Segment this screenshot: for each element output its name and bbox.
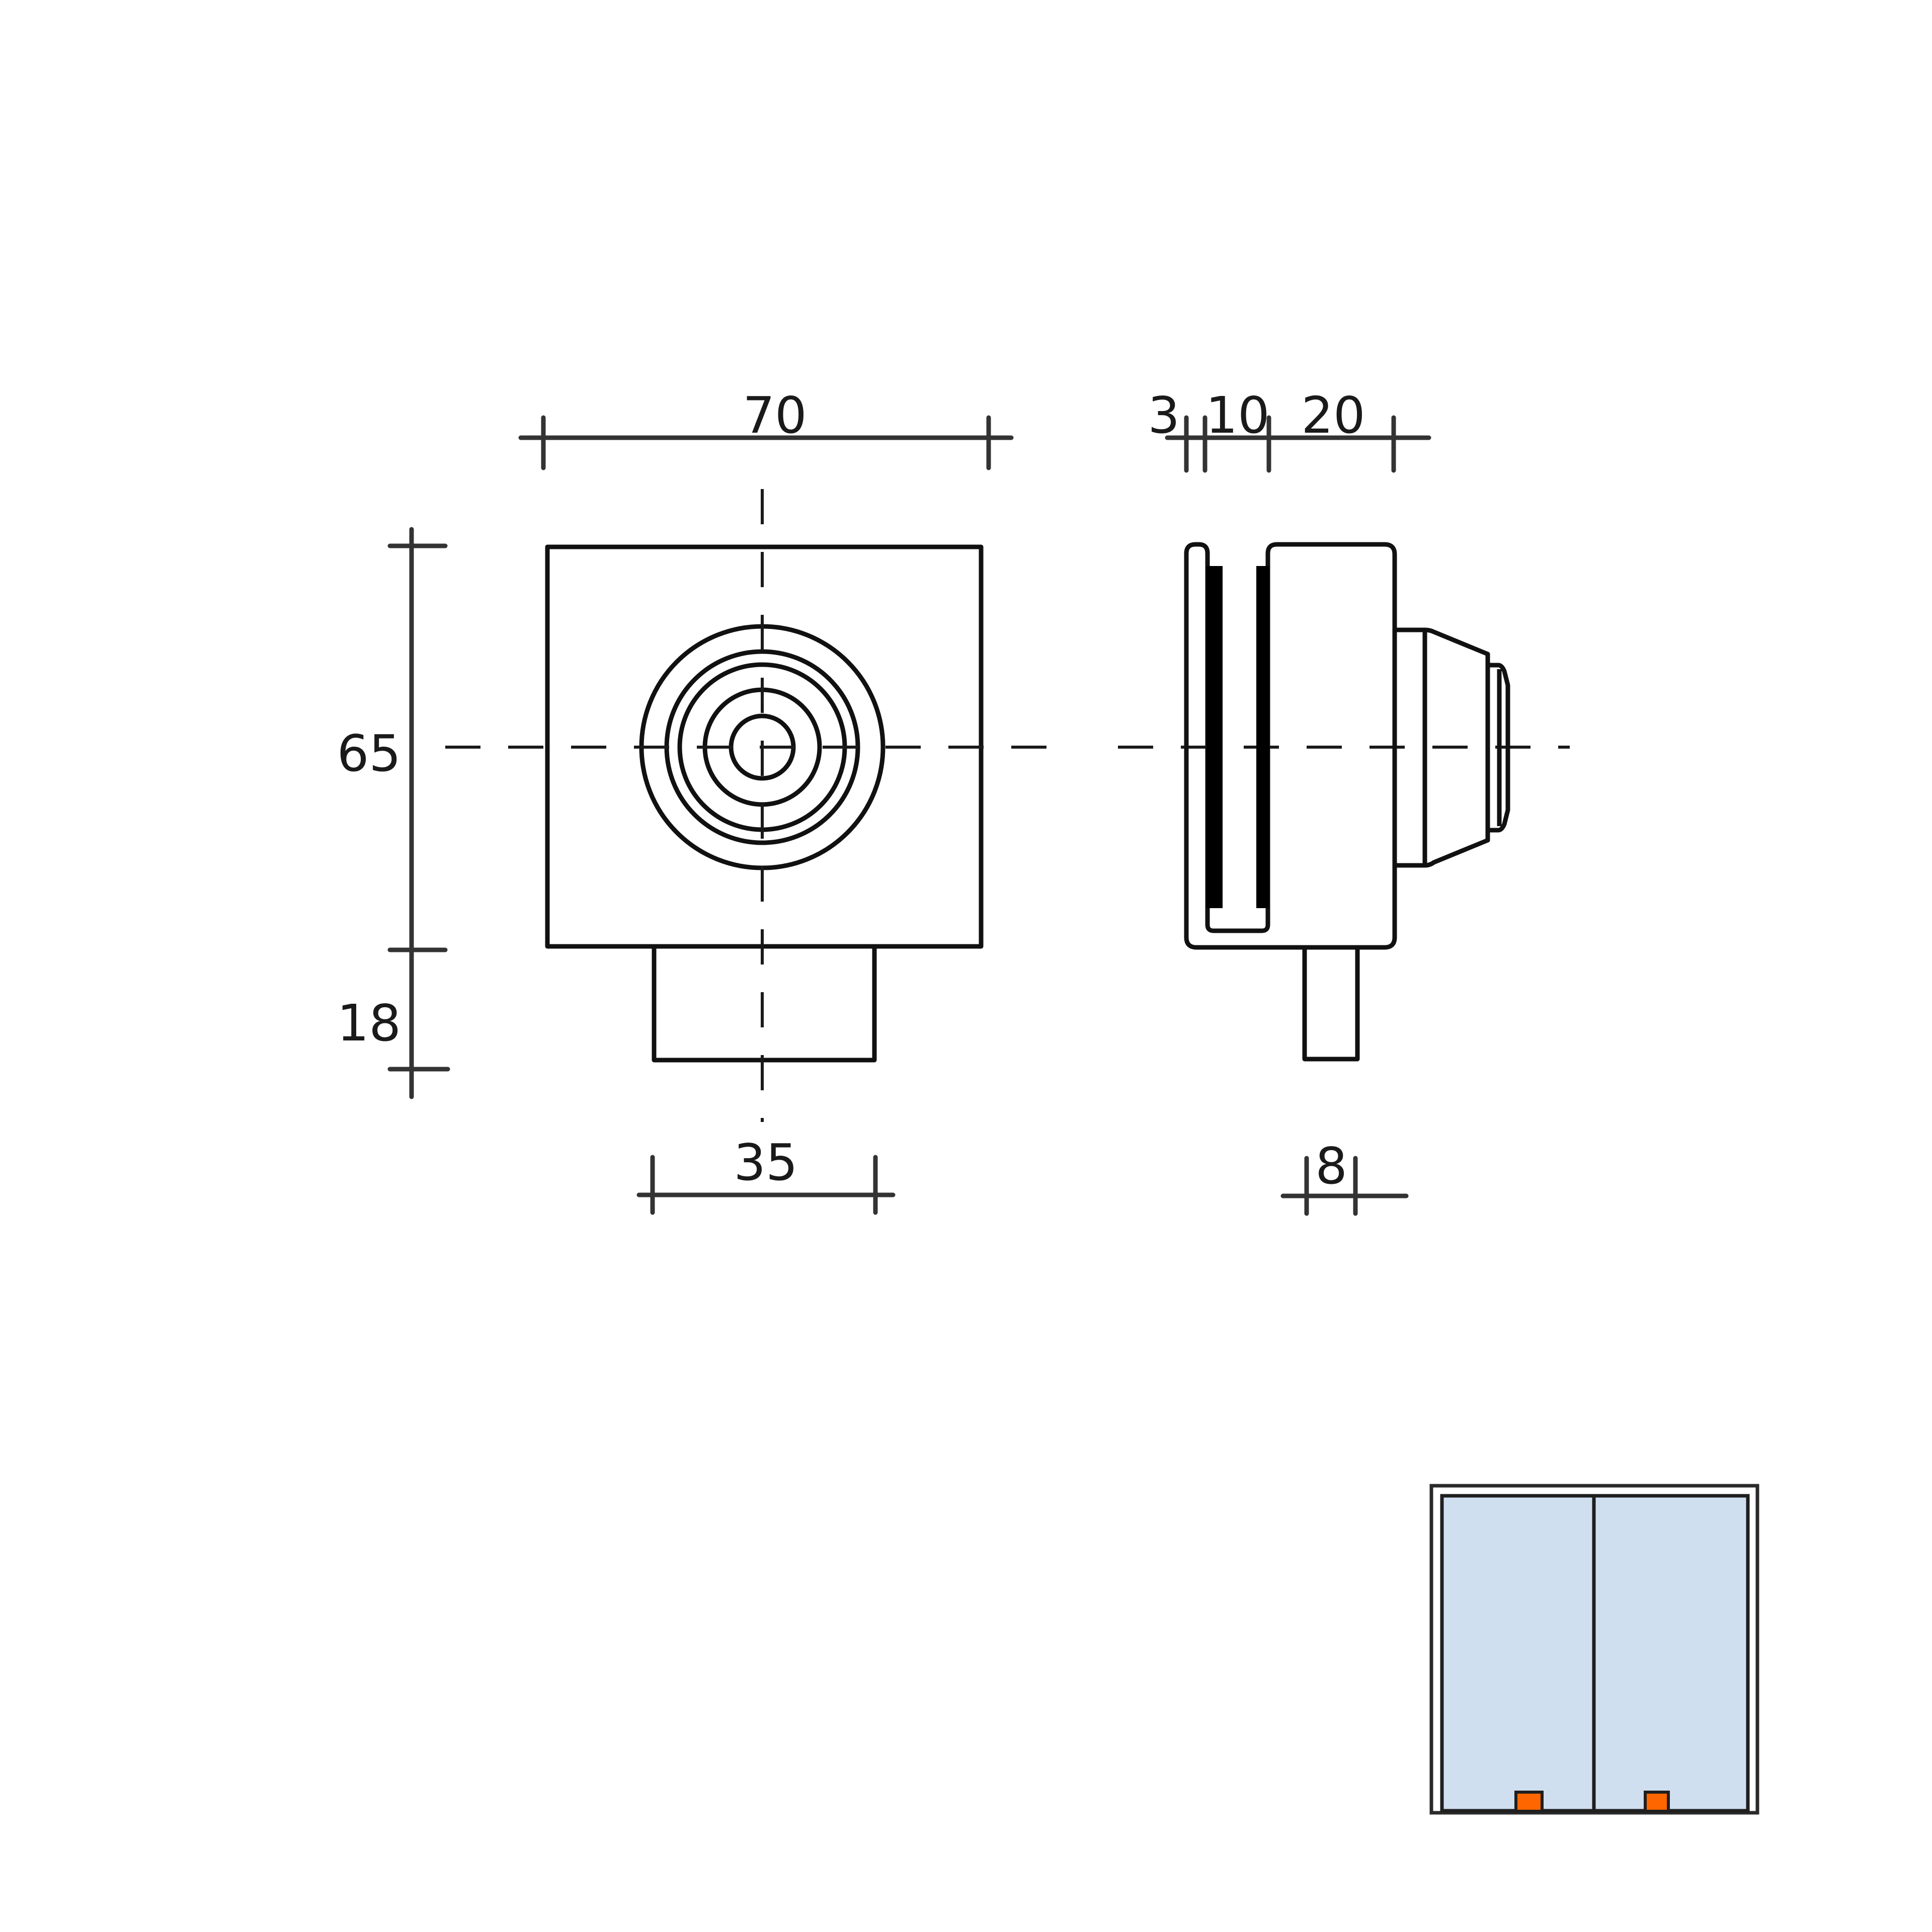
- front-stem-outline: [652, 948, 877, 1063]
- dimension-stem-width-35: 35: [636, 1133, 896, 1215]
- gasket-pad-left: [1206, 566, 1223, 908]
- dimension-width-70: 70: [518, 386, 1014, 470]
- side-stem-outline: [1302, 945, 1360, 1062]
- door-fitting-marker-left: [1514, 1791, 1544, 1813]
- dim-label-35: 35: [734, 1133, 797, 1192]
- side-view: [1184, 542, 1510, 1062]
- dim-label-20: 20: [1301, 386, 1365, 445]
- dim-label-65: 65: [337, 724, 401, 783]
- door-fitting-marker-right: [1644, 1791, 1670, 1813]
- glass-door-legend-icon: [1429, 1484, 1759, 1815]
- dimension-side-3-10-20: 3 10 20: [1148, 386, 1431, 473]
- gasket-pad-right: [1256, 566, 1269, 908]
- dimension-height-65-18: 65 18: [337, 527, 450, 1099]
- dim-label-3: 3: [1148, 386, 1180, 445]
- front-view: [545, 489, 984, 1122]
- dim-label-70: 70: [743, 386, 807, 445]
- dim-label-8: 8: [1315, 1137, 1347, 1195]
- side-body-outline: [1184, 542, 1397, 950]
- dim-label-10: 10: [1205, 386, 1269, 445]
- dim-label-18: 18: [337, 994, 401, 1053]
- dimension-side-stem-8: 8: [1280, 1137, 1409, 1216]
- knob-side-profile: [1395, 627, 1510, 868]
